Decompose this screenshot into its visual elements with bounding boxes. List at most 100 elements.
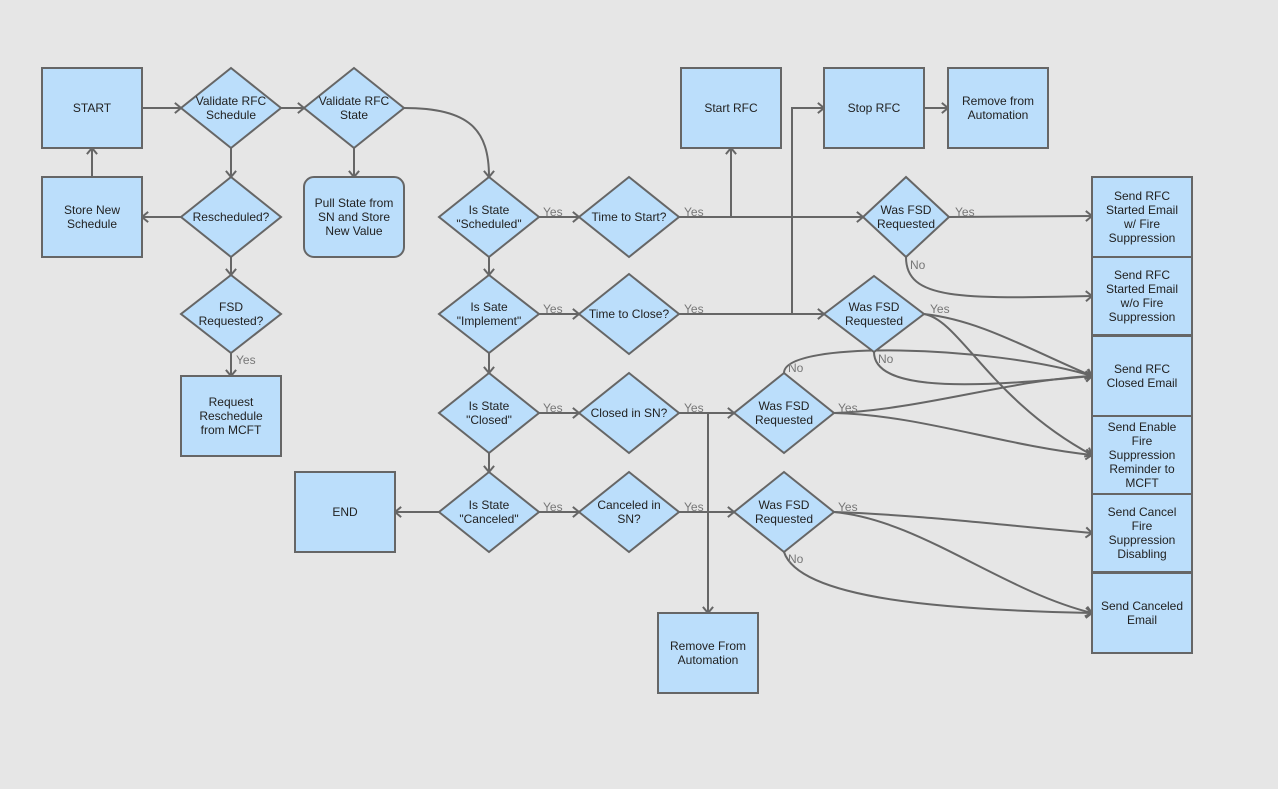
edge-label-no: No	[788, 361, 804, 375]
edge-stop-rfc-to-remove-automation-top[interactable]	[924, 102, 950, 114]
edge-validate-schedule-to-rescheduled[interactable]	[225, 148, 237, 179]
edge-is-canceled-to-end[interactable]	[393, 506, 439, 518]
connector-line	[948, 215, 1093, 218]
node-start-rfc[interactable]: Start RFC	[680, 67, 782, 149]
process-box	[180, 375, 282, 457]
decision-diamond	[179, 66, 283, 150]
edge-label-yes: Yes	[838, 401, 858, 415]
node-label-line: Was FSD	[759, 498, 810, 512]
edge-validate-schedule-to-validate-state[interactable]	[281, 102, 306, 114]
edge-time-to-start-to-was-fsd-1[interactable]	[731, 211, 865, 223]
process-box	[947, 67, 1049, 149]
node-is-implement[interactable]: Is Sate"Implement"	[437, 273, 541, 355]
edge-validate-state-to-is-scheduled[interactable]	[403, 107, 495, 179]
process-box	[294, 471, 396, 553]
node-label-line: Send RFC	[1114, 362, 1170, 376]
node-label-line: Canceled in	[597, 498, 660, 512]
edge-store-schedule-to-start[interactable]	[86, 146, 98, 177]
edge-was-fsd-2-to-email-enable-fire[interactable]	[923, 313, 1094, 458]
decision-diamond	[577, 272, 681, 356]
node-label-line: Requested	[755, 512, 813, 526]
edge-label-no: No	[878, 352, 894, 366]
node-closed-in-sn[interactable]: Closed in SN?	[577, 371, 681, 455]
node-start[interactable]: START	[41, 67, 143, 149]
node-label-line: Is State	[469, 203, 510, 217]
node-label-line: START	[73, 101, 112, 115]
node-label-line: Reminder to	[1109, 462, 1175, 476]
node-label-line: END	[332, 505, 358, 519]
edge-was-fsd-4-to-email-canceled[interactable]	[833, 511, 1094, 618]
edge-time-to-close-to-was-fsd-2[interactable]	[792, 308, 826, 320]
edge-was-fsd-3-to-email-closed[interactable]	[833, 370, 1094, 414]
edge-fsd-requested-to-request-reschedule[interactable]	[225, 353, 237, 378]
node-label-line: Was FSD	[881, 203, 932, 217]
node-label-line: Start RFC	[704, 101, 758, 115]
edge-rescheduled-to-fsd-requested[interactable]	[225, 257, 237, 277]
edge-is-closed-to-is-canceled[interactable]	[483, 453, 495, 474]
edge-was-fsd-4-to-email-canceled[interactable]	[783, 551, 1094, 619]
process-box	[1091, 493, 1193, 573]
edge-label-yes: Yes	[236, 353, 256, 367]
node-label-line: Was FSD	[759, 399, 810, 413]
edge-label-yes: Yes	[930, 302, 950, 316]
node-label-line: Stop RFC	[848, 101, 901, 115]
node-time-to-close[interactable]: Time to Close?	[577, 272, 681, 356]
node-is-scheduled[interactable]: Is State"Scheduled"	[437, 175, 541, 259]
edge-rescheduled-to-store-schedule[interactable]	[140, 211, 181, 223]
edge-is-scheduled-to-is-implement[interactable]	[483, 257, 495, 277]
edge-label-yes: Yes	[838, 500, 858, 514]
node-time-to-start[interactable]: Time to Start?	[577, 175, 681, 259]
node-label-line: Pull State from	[315, 196, 394, 210]
decision-diamond	[437, 371, 541, 455]
edge-is-implement-to-is-closed[interactable]	[483, 353, 495, 375]
node-label-line: Closed in SN?	[591, 406, 668, 420]
node-is-closed[interactable]: Is State"Closed"	[437, 371, 541, 455]
decision-diamond	[302, 66, 406, 150]
node-label-line: Suppression	[1109, 533, 1176, 547]
connector-line	[833, 412, 1093, 456]
node-label-line: State	[340, 108, 368, 122]
connector-line	[403, 107, 490, 178]
edge-label-yes: Yes	[955, 205, 975, 219]
edge-labels-layer: YesYesYesYesYesYesYesYesYesYesNoYesNoYes…	[236, 205, 975, 566]
node-is-canceled[interactable]: Is State"Canceled"	[437, 470, 541, 554]
decision-diamond	[732, 371, 836, 455]
edge-validate-state-to-pull-state[interactable]	[348, 148, 360, 179]
node-label-line: Remove from	[962, 94, 1034, 108]
node-stop-rfc[interactable]: Stop RFC	[823, 67, 925, 149]
process-box	[657, 612, 759, 694]
node-rescheduled[interactable]: Rescheduled?	[179, 175, 283, 259]
edge-label-no: No	[788, 552, 804, 566]
edge-was-fsd-1-to-email-started-nofire[interactable]	[905, 256, 1094, 302]
decision-diamond	[861, 175, 951, 259]
node-label-line: Send RFC	[1114, 189, 1170, 203]
node-label-line: Remove From	[670, 639, 746, 653]
connector-line	[833, 511, 1093, 534]
node-end[interactable]: END	[294, 471, 396, 553]
node-label-line: Is Sate	[470, 300, 508, 314]
node-label-line: Fire	[1132, 434, 1153, 448]
edge-was-fsd-3-to-email-enable-fire[interactable]	[833, 412, 1094, 461]
edge-was-fsd-4-to-email-cancel-fire[interactable]	[833, 511, 1094, 539]
edge-start-to-validate-schedule[interactable]	[142, 102, 183, 114]
node-label-line: Schedule	[206, 108, 256, 122]
